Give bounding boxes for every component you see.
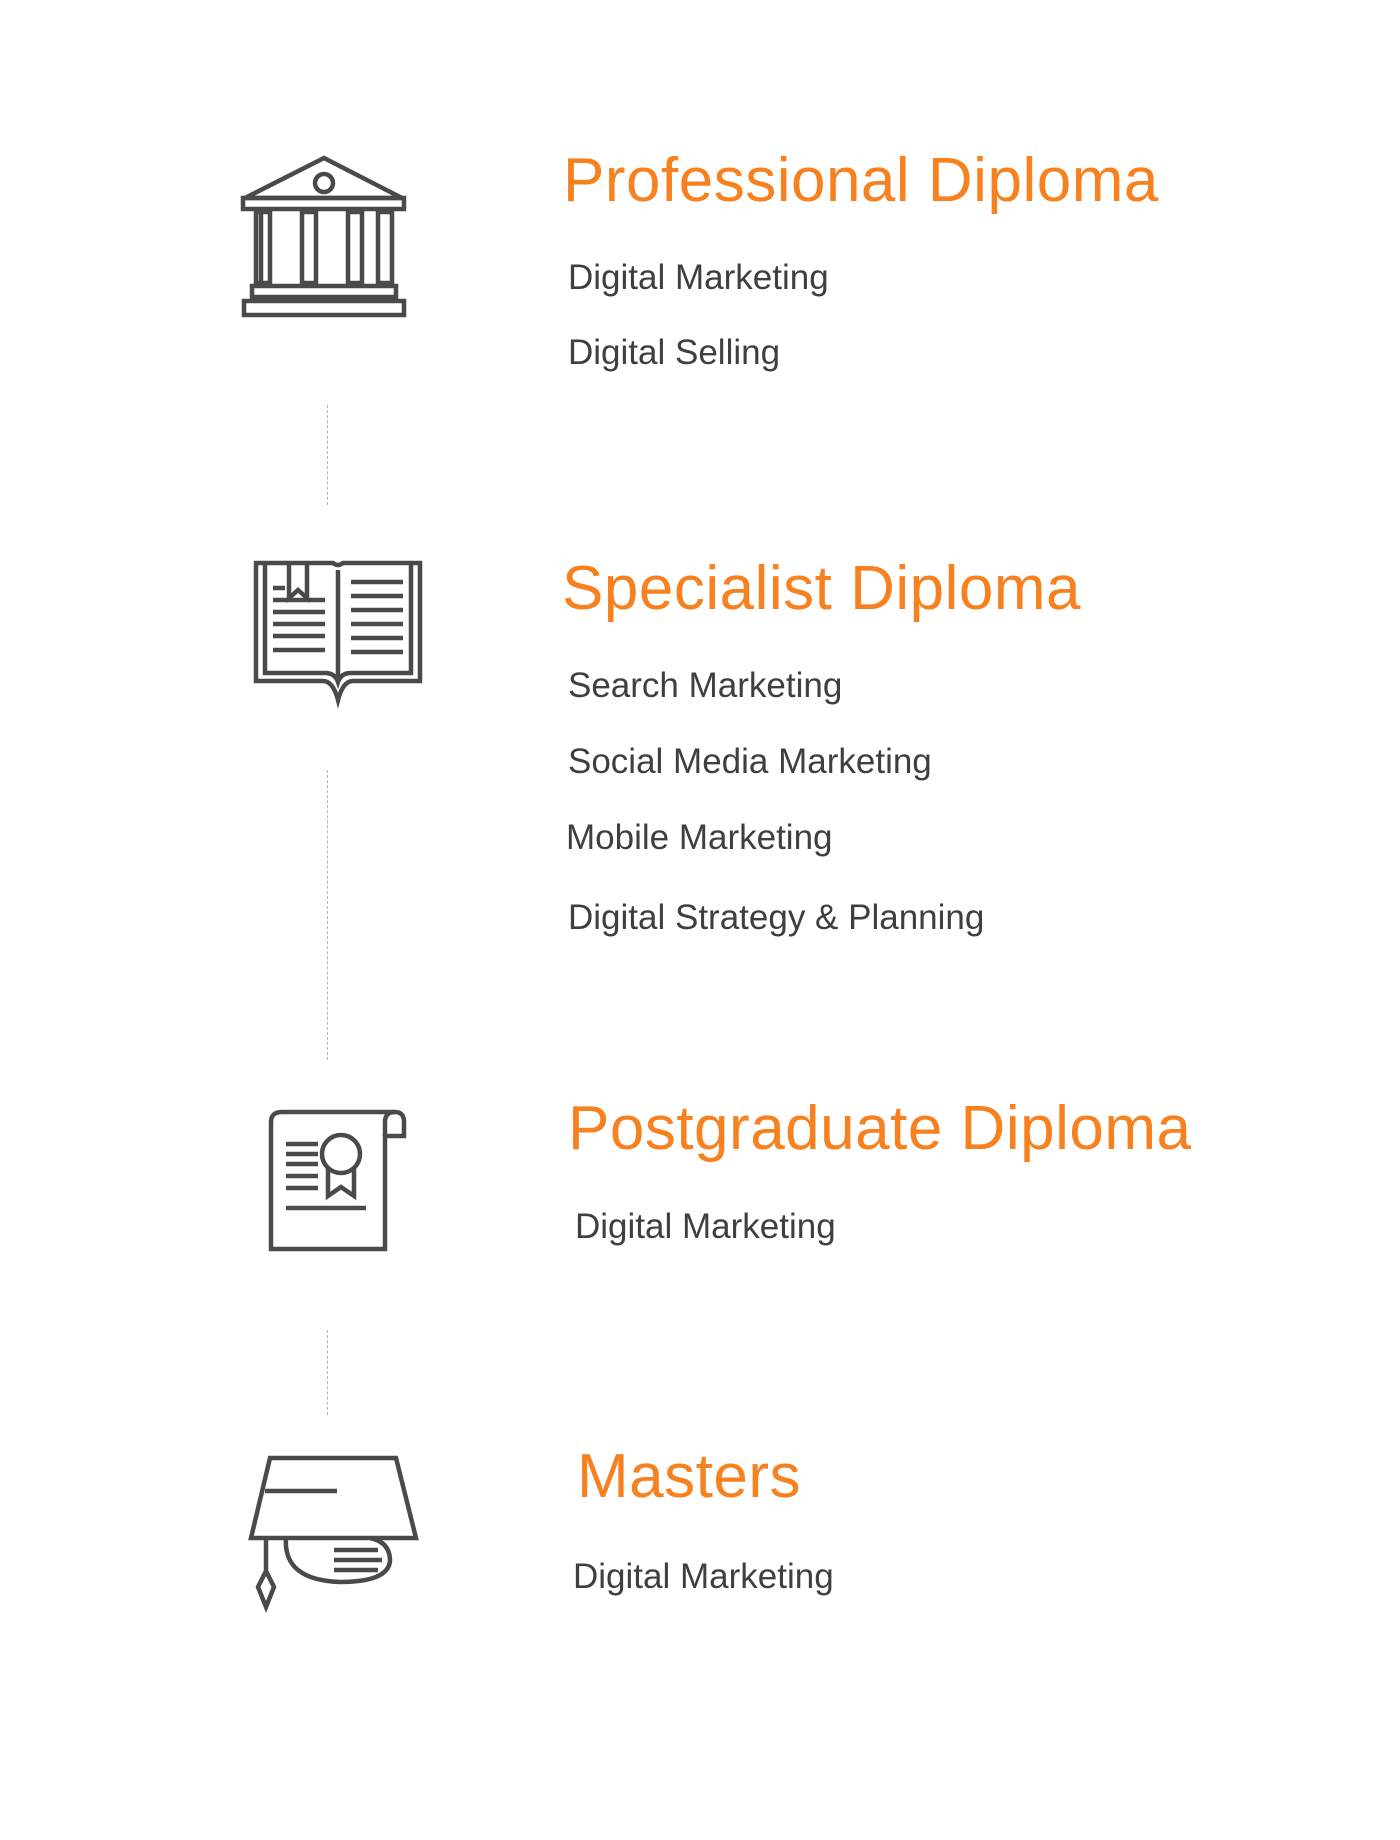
graduation-cap-icon (248, 1455, 419, 1614)
bank-building-icon (240, 155, 407, 321)
course-item-social-media-marketing: Social Media Marketing (568, 742, 932, 781)
level-title-masters: Masters (577, 1442, 801, 1511)
level-title-postgraduate-diploma: Postgraduate Diploma (568, 1094, 1192, 1163)
course-item-mobile-marketing: Mobile Marketing (566, 818, 833, 857)
certificate-icon (268, 1108, 408, 1252)
course-item-digital-marketing: Digital Marketing (575, 1207, 836, 1246)
course-item-digital-marketing: Digital Marketing (573, 1557, 834, 1596)
open-book-icon (253, 560, 423, 709)
course-item-search-marketing: Search Marketing (568, 666, 843, 705)
course-item-digital-strategy-planning: Digital Strategy & Planning (568, 898, 985, 937)
level-title-professional-diploma: Professional Diploma (563, 146, 1159, 215)
timeline-connector (327, 405, 328, 505)
level-title-specialist-diploma: Specialist Diploma (562, 554, 1081, 623)
course-item-digital-selling: Digital Selling (568, 333, 781, 372)
course-item-digital-marketing: Digital Marketing (568, 258, 829, 297)
timeline-connector (327, 1330, 328, 1415)
timeline-connector (327, 770, 328, 1060)
